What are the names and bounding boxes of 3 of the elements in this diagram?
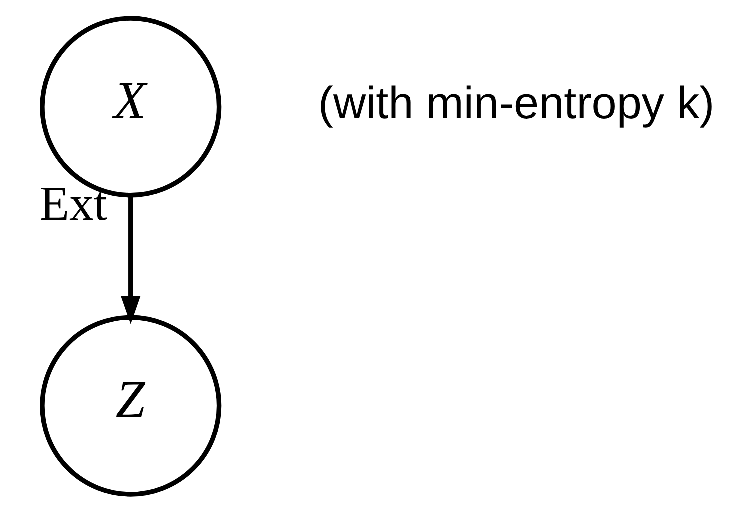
arrow <box>120 196 141 324</box>
node-label: (with min-entropy k) <box>318 78 715 129</box>
node-circle: Z <box>40 315 222 497</box>
